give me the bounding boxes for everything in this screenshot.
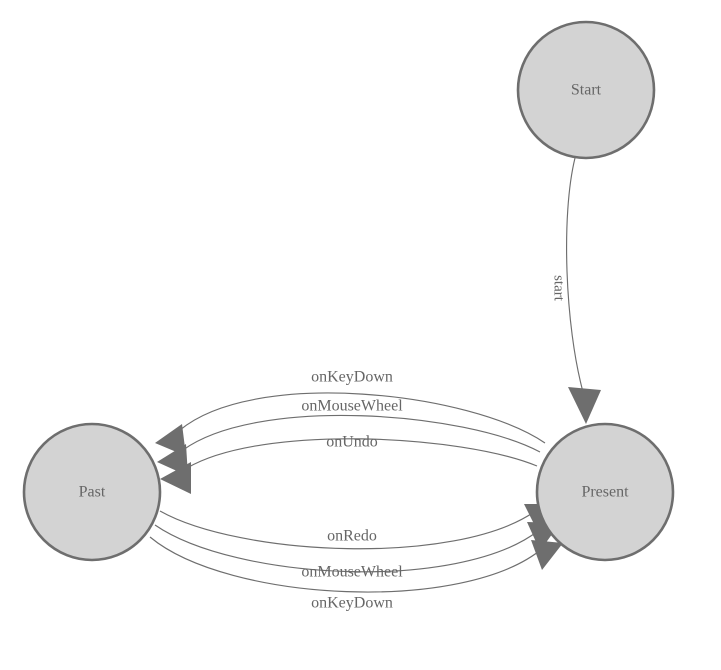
node-present[interactable]: Present [535,422,675,562]
node-start[interactable]: Start [516,20,656,160]
edge-present-to-past-onundo-arrowhead [160,462,191,494]
edge-start-to-present[interactable]: start [551,157,601,424]
edge-present-to-past-onkeydown-arrowhead [155,424,186,456]
edge-present-to-past-onkeydown[interactable]: onKeyDown [155,369,546,456]
edge-present-to-past-onundo[interactable]: onUndo [160,434,538,494]
edge-past-to-present-onmousewheel-line [154,524,539,573]
edge-past-to-present-onredo[interactable]: onRedo [159,504,557,550]
edge-label-present-past-onundo: onUndo [326,434,378,451]
node-start-label: Start [571,82,602,99]
edge-past-to-present-onkeydown-line [149,536,544,593]
edge-start-to-present-arrowhead [568,387,601,424]
edge-label-past-present-onkeydown: onKeyDown [311,595,393,612]
edge-label-start: start [551,275,567,302]
node-start-shape [516,20,656,160]
node-present-shape [535,422,675,562]
node-past-label: Past [79,484,106,501]
edge-present-to-past-onmousewheel-line [182,414,541,453]
edge-start-to-present-line [566,157,584,393]
edge-label-present-past-onmousewheel: onMouseWheel [301,398,403,415]
edge-past-to-present-onkeydown-arrowhead [531,540,563,570]
edge-present-to-past-onkeydown-line [179,392,546,444]
edge-label-past-present-onmousewheel: onMouseWheel [301,564,403,581]
node-past-shape [22,422,162,562]
edge-present-to-past-onundo-line [186,438,538,469]
edge-label-past-present-onredo: onRedo [327,528,377,545]
node-present-label: Present [581,484,629,501]
edge-label-present-past-onkeydown: onKeyDown [311,369,393,386]
node-past[interactable]: Past [22,422,162,562]
edge-past-to-present-onredo-line [159,510,535,550]
edge-past-to-present-onkeydown[interactable]: onKeyDown [149,536,563,612]
